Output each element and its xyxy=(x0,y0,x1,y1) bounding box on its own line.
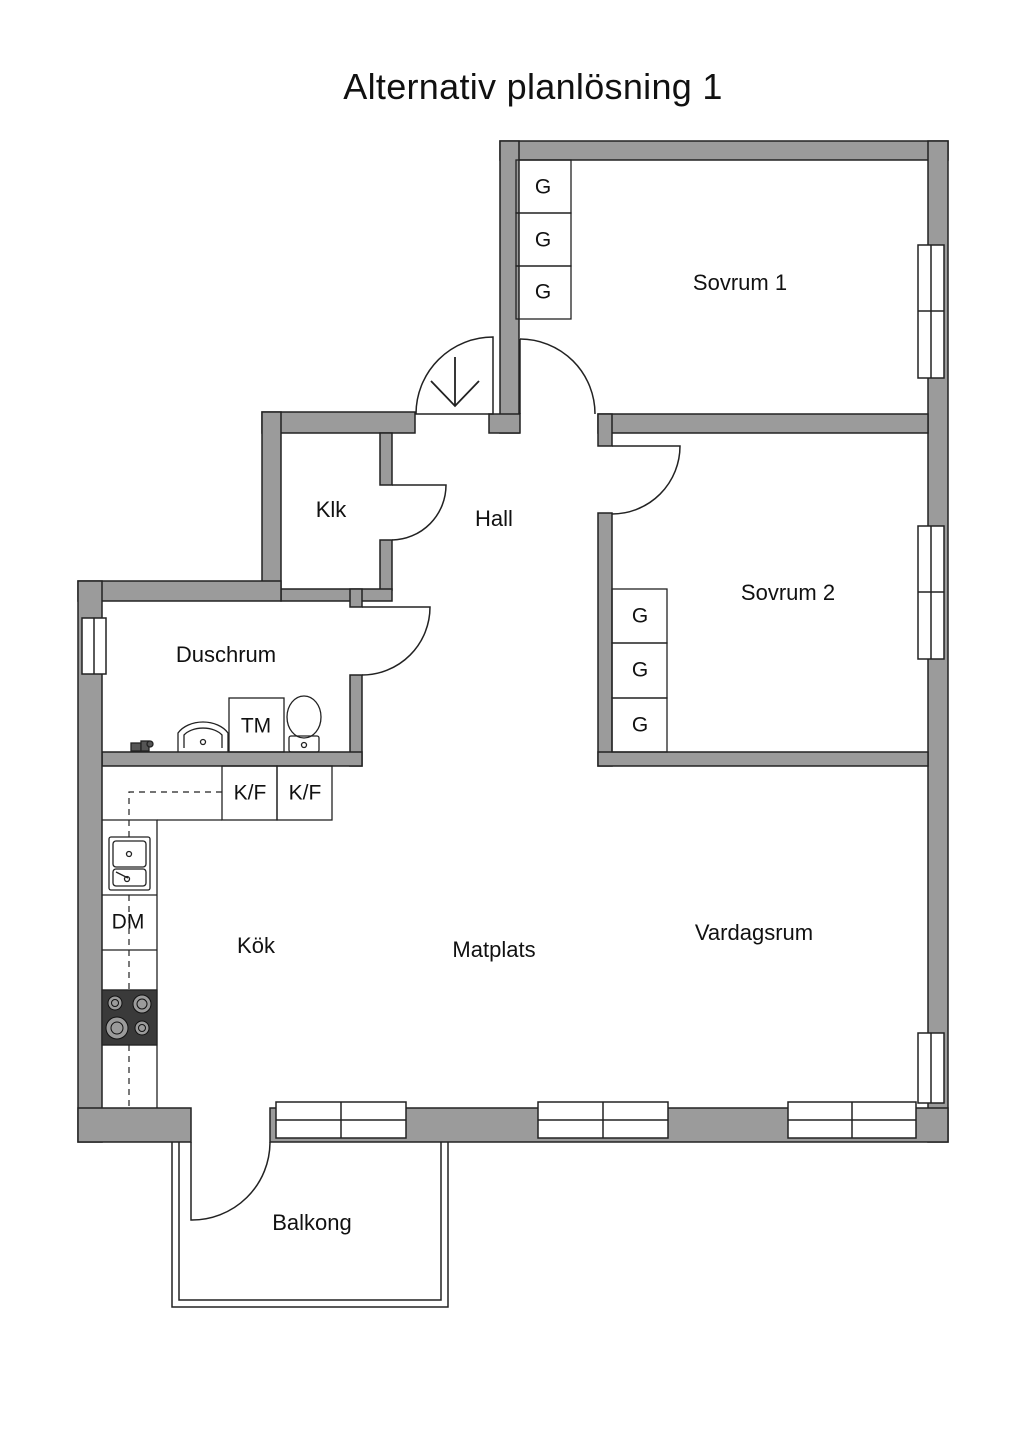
wardrobe-label: G xyxy=(535,176,551,199)
room-label-vardagsrum: Vardagsrum xyxy=(695,920,813,945)
fridge-freezer-label: K/F xyxy=(289,782,322,805)
bedroom2-door-swing xyxy=(611,445,681,515)
washing-machine-box xyxy=(228,697,285,753)
room-label-sovrum2: Sovrum 2 xyxy=(741,580,835,605)
stove-icon xyxy=(101,989,158,1046)
wardrobe-label: G xyxy=(535,281,551,304)
plan-title: Alternativ planlösning 1 xyxy=(343,66,723,107)
klk-door-swing xyxy=(391,484,447,541)
wardrobes-bedroom1 xyxy=(515,159,572,320)
room-label-matplats: Matplats xyxy=(452,937,535,962)
kitchen-counter xyxy=(102,765,333,1108)
wardrobe-label: G xyxy=(632,605,648,628)
wardrobe-label: G xyxy=(535,229,551,252)
room-label-klk: Klk xyxy=(316,497,348,522)
fridge-freezer-label: K/F xyxy=(234,782,267,805)
room-label-kok: Kök xyxy=(237,933,276,958)
kitchen-sink-icon xyxy=(108,836,151,891)
toilet-icon xyxy=(286,695,322,739)
washing-machine-label: TM xyxy=(241,715,271,738)
room-label-hall: Hall xyxy=(475,506,513,531)
entrance-door-swing xyxy=(415,336,494,415)
duschrum-door-swing xyxy=(361,606,431,676)
room-label-duschrum: Duschrum xyxy=(176,642,276,667)
entrance-arrow-icon xyxy=(430,357,480,408)
room-label-balkong: Balkong xyxy=(272,1210,352,1235)
windows xyxy=(81,244,945,1139)
bathroom-fixtures xyxy=(130,695,322,753)
doors xyxy=(190,336,681,1221)
balcony-door-swing xyxy=(190,1141,271,1221)
balcony-outline xyxy=(171,1142,449,1308)
wardrobe-label: G xyxy=(632,714,648,737)
bedroom1-door-swing xyxy=(519,338,596,415)
dishwasher-label: DM xyxy=(112,911,145,934)
wardrobes-bedroom2 xyxy=(611,588,668,753)
wardrobe-label: G xyxy=(632,659,648,682)
counter-dashed-line xyxy=(128,791,222,1108)
room-label-sovrum1: Sovrum 1 xyxy=(693,270,787,295)
sink-icon xyxy=(177,721,229,752)
